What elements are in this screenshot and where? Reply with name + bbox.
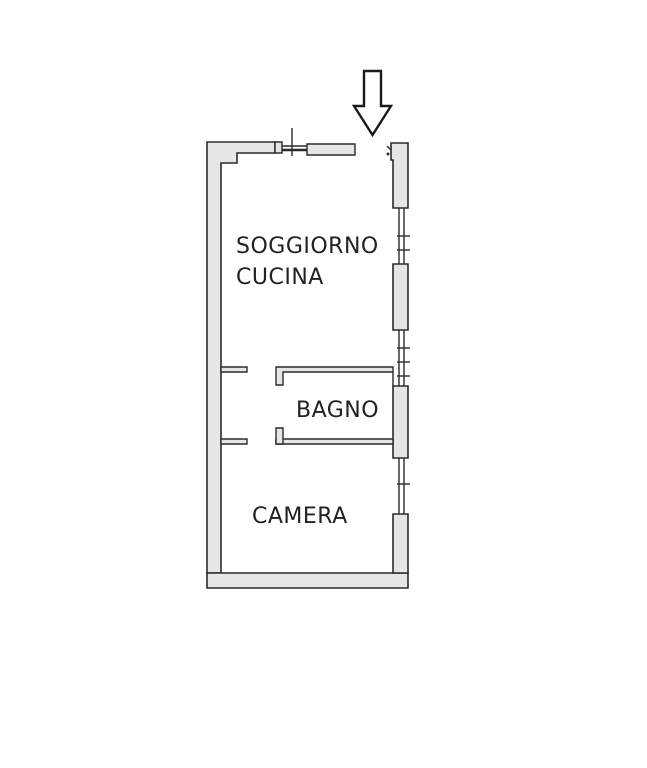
right-windows [397, 208, 410, 514]
corridor-stubs [220, 366, 248, 445]
top-window [282, 128, 392, 156]
room-label-bagno: BAGNO [296, 398, 379, 423]
bathroom-walls [275, 366, 394, 445]
entrance-arrow-icon [351, 69, 394, 138]
room-label-camera: CAMERA [252, 504, 348, 529]
room-label-soggiorno: SOGGIORNO [236, 234, 379, 259]
outer-walls [206, 141, 409, 589]
room-label-cucina: CUCINA [236, 265, 324, 290]
